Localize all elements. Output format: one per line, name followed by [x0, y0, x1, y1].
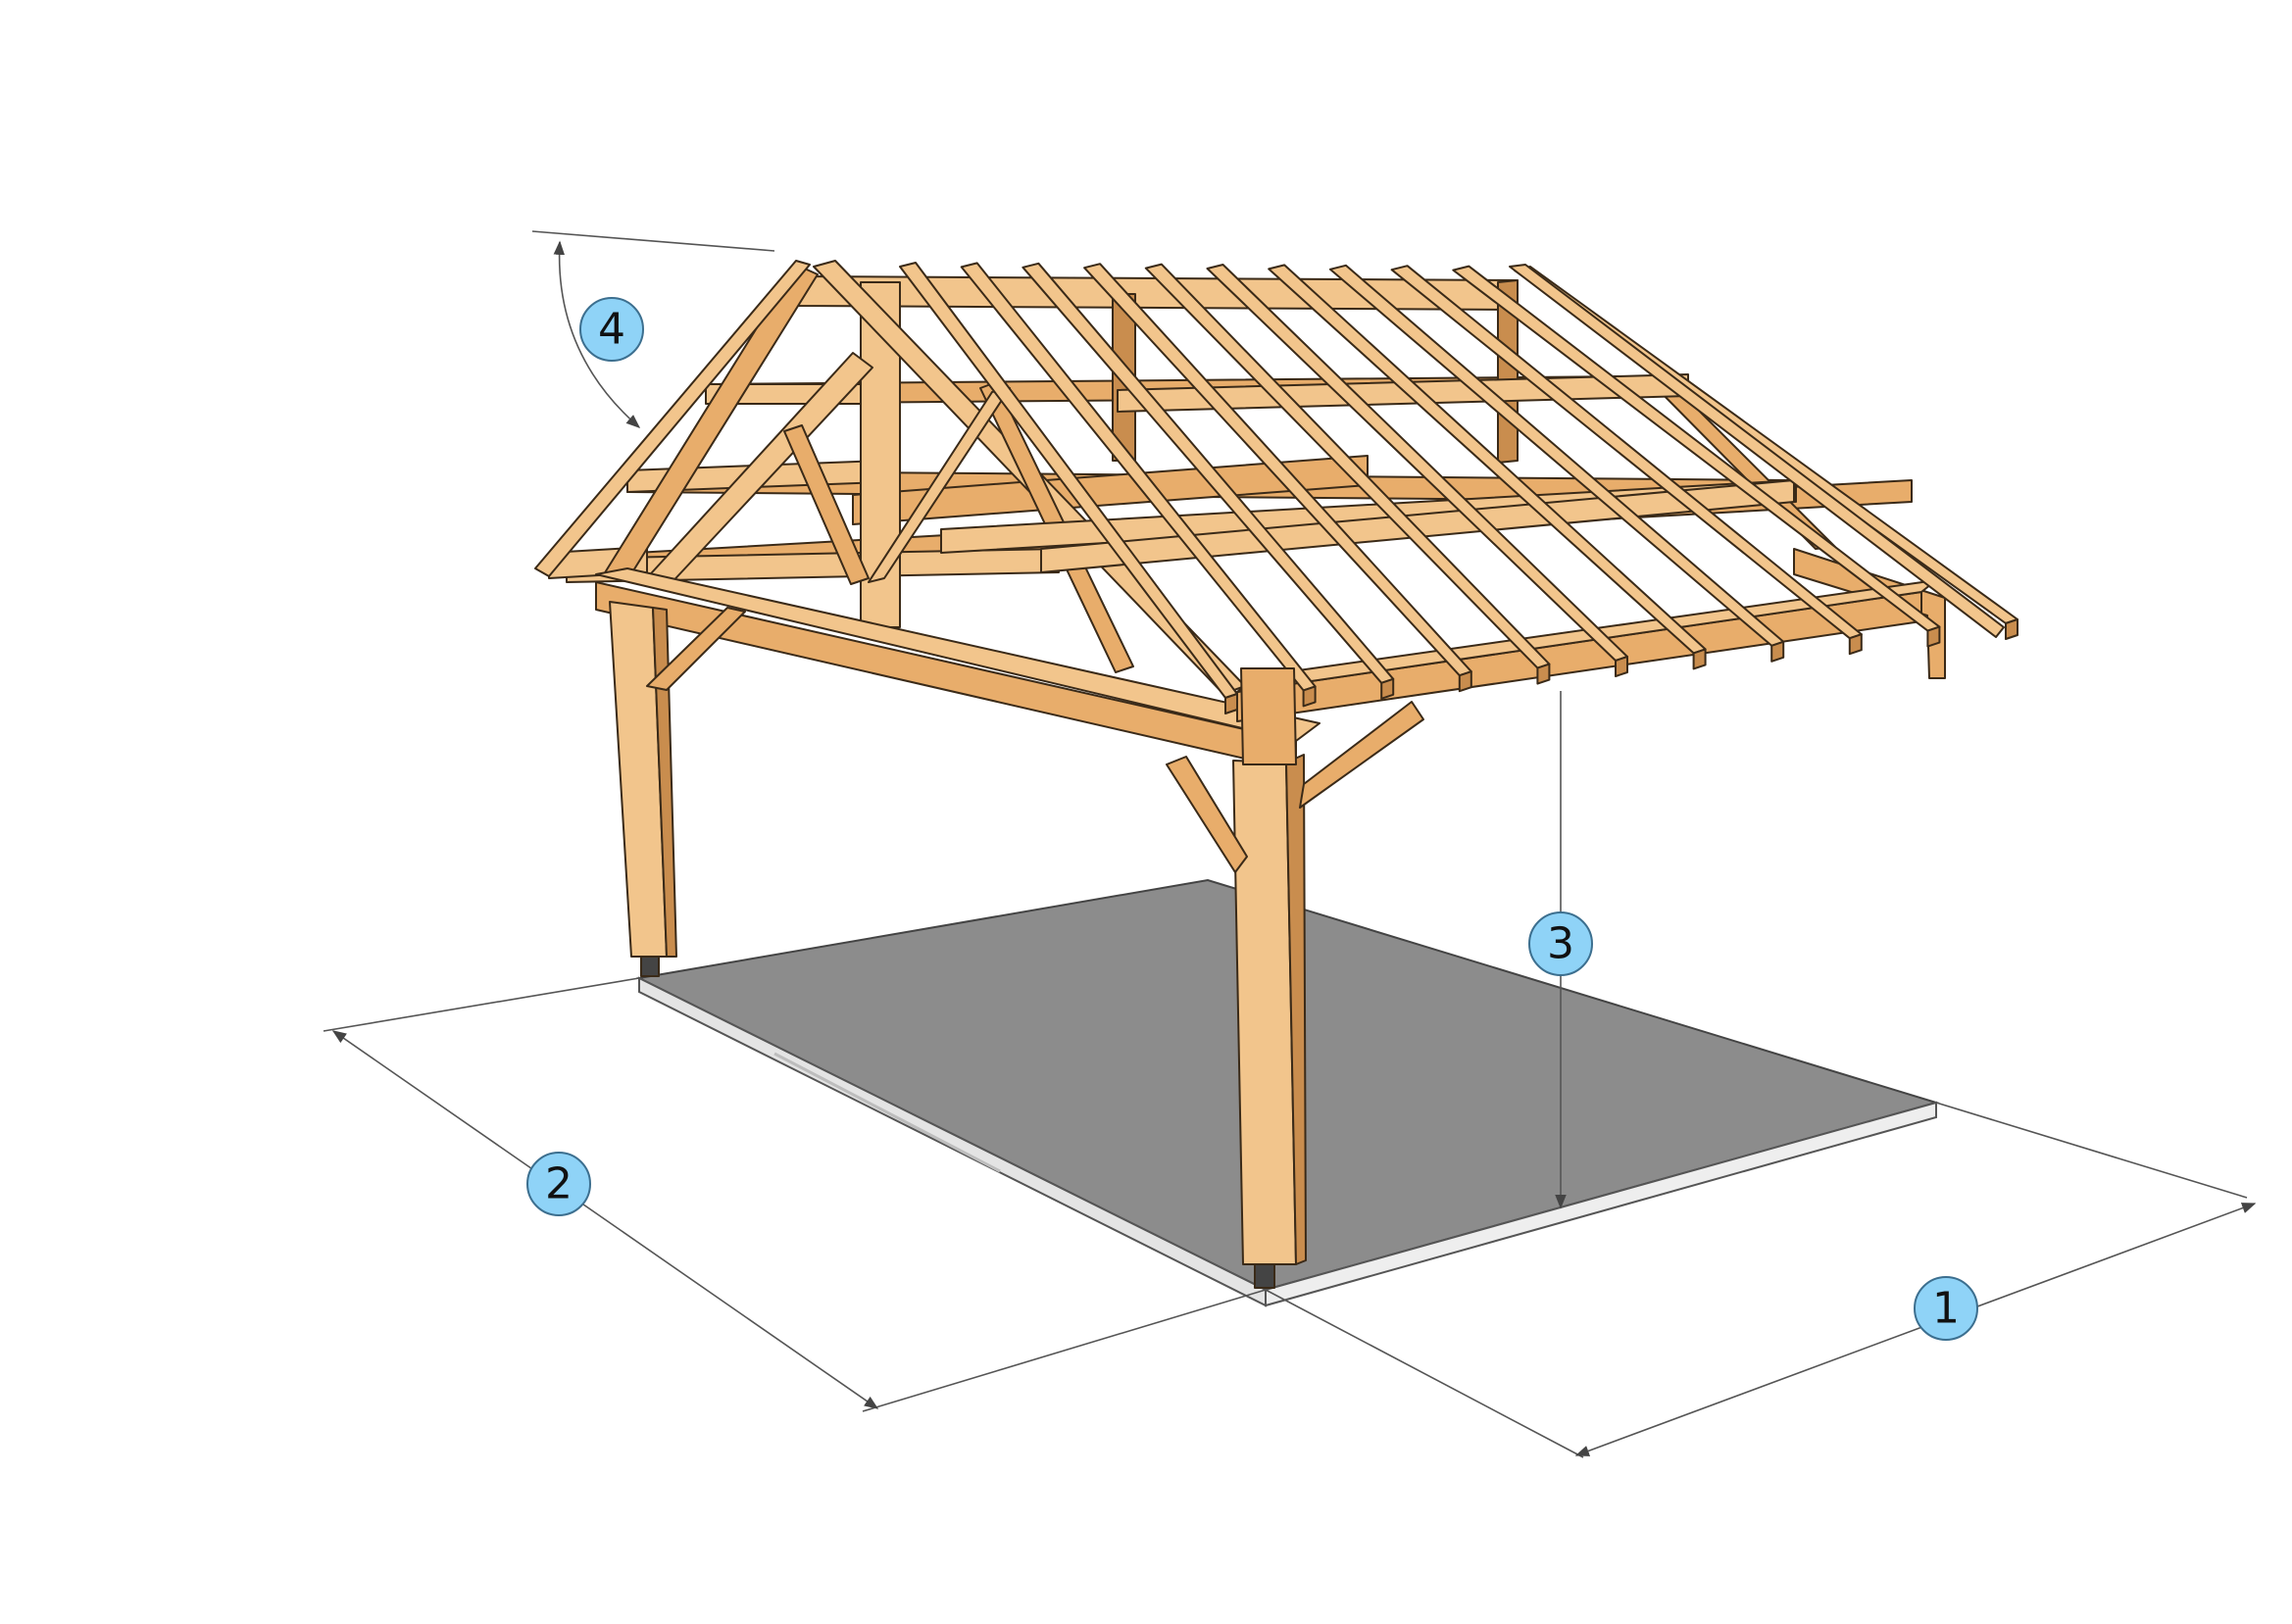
dim2-extension-back: [323, 977, 640, 1032]
front-left-knee-brace: [1166, 756, 1248, 873]
right-purlin-2: [940, 479, 1797, 554]
right-verge-board: [1509, 264, 2005, 638]
marker-1-circle: [1914, 1276, 1978, 1341]
rafter-tail: [1458, 670, 1472, 693]
front-post-head: [1240, 667, 1297, 765]
verge-boards: [534, 260, 2005, 638]
left-verge-board: [534, 260, 811, 577]
dim1-line: [1574, 1203, 2257, 1456]
marker-4[interactable]: 4: [579, 297, 644, 362]
rafter-tail: [1380, 677, 1395, 700]
rafter-tail: [1848, 633, 1863, 656]
rafter-tail: [1302, 685, 1317, 708]
rafter-tail: [1615, 656, 1628, 677]
marker-3-circle: [1528, 911, 1593, 976]
dim1-extension-front: [1265, 1289, 1584, 1458]
posts: [609, 601, 1424, 1289]
front-corner-post-anchor: [1254, 1263, 1275, 1289]
dim4-arc: [553, 240, 641, 428]
marker-4-circle: [579, 297, 644, 362]
dim2-extension-front: [862, 1289, 1267, 1412]
back-left-knee-brace: [646, 607, 746, 691]
rafter-tail: [2005, 618, 2018, 640]
front-tie-beam-top: [595, 567, 1320, 742]
marker-4-label: 4: [598, 305, 625, 355]
front-tie-beam: [595, 581, 1297, 771]
rafter-tail: [1926, 625, 1941, 648]
marker-1[interactable]: 1: [1914, 1276, 1978, 1341]
dim4-reference-line: [531, 230, 775, 252]
rafter-tail: [1692, 648, 1707, 670]
rafter-tail: [1536, 663, 1551, 685]
front-corner-post: [1232, 760, 1297, 1265]
marker-2[interactable]: 2: [526, 1152, 591, 1216]
back-left-post-anchor: [640, 956, 660, 977]
marker-3-label: 3: [1547, 919, 1574, 969]
front-truss-left-brace: [783, 424, 870, 585]
marker-1-label: 1: [1932, 1284, 1960, 1334]
rafter-tail: [1224, 693, 1238, 714]
rafter-tail: [1770, 640, 1785, 663]
dim1-extension-right: [1935, 1102, 2248, 1199]
far-truss-strut: [1646, 375, 1836, 550]
front-corner-post-side: [1285, 754, 1307, 1265]
marker-2-label: 2: [545, 1159, 573, 1209]
dim2-line: [331, 1030, 879, 1409]
front-right-knee-brace: [1299, 701, 1424, 809]
back-left-post-side: [652, 607, 677, 958]
marker-2-circle: [526, 1152, 591, 1216]
marker-3[interactable]: 3: [1528, 911, 1593, 976]
